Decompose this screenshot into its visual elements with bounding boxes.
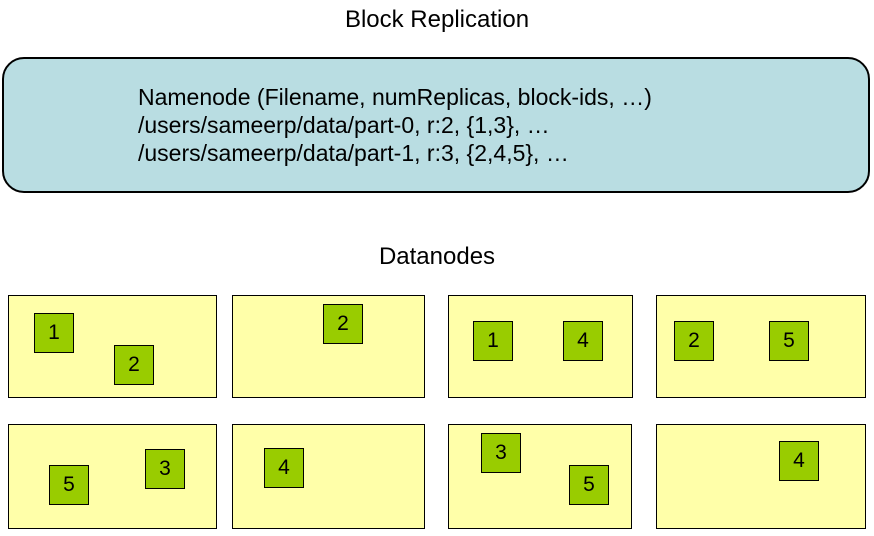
block-5: 5 <box>49 465 89 505</box>
namenode-text: Namenode (Filename, numReplicas, block-i… <box>138 83 652 167</box>
block-2: 2 <box>323 304 363 344</box>
block-4: 4 <box>563 321 603 361</box>
datanode-6: 4 <box>232 424 425 529</box>
block-2: 2 <box>114 345 154 385</box>
block-1: 1 <box>473 321 513 361</box>
namenode-box: Namenode (Filename, numReplicas, block-i… <box>2 57 870 193</box>
block-5: 5 <box>769 321 809 361</box>
block-2: 2 <box>674 321 714 361</box>
datanode-2: 2 <box>232 295 425 398</box>
datanode-8: 4 <box>656 424 866 529</box>
namenode-line: /users/sameerp/data/part-1, r:3, {2,4,5}… <box>138 140 569 166</box>
namenode-line: /users/sameerp/data/part-0, r:2, {1,3}, … <box>138 112 550 138</box>
page-title: Block Replication <box>344 6 530 33</box>
block-3: 3 <box>145 449 185 489</box>
block-4: 4 <box>264 448 304 488</box>
block-1: 1 <box>34 313 74 353</box>
block-4: 4 <box>779 441 819 481</box>
namenode-line: Namenode (Filename, numReplicas, block-i… <box>138 84 652 110</box>
block-5: 5 <box>569 465 609 505</box>
datanodes-label: Datanodes <box>378 243 496 270</box>
block-3: 3 <box>481 433 521 473</box>
